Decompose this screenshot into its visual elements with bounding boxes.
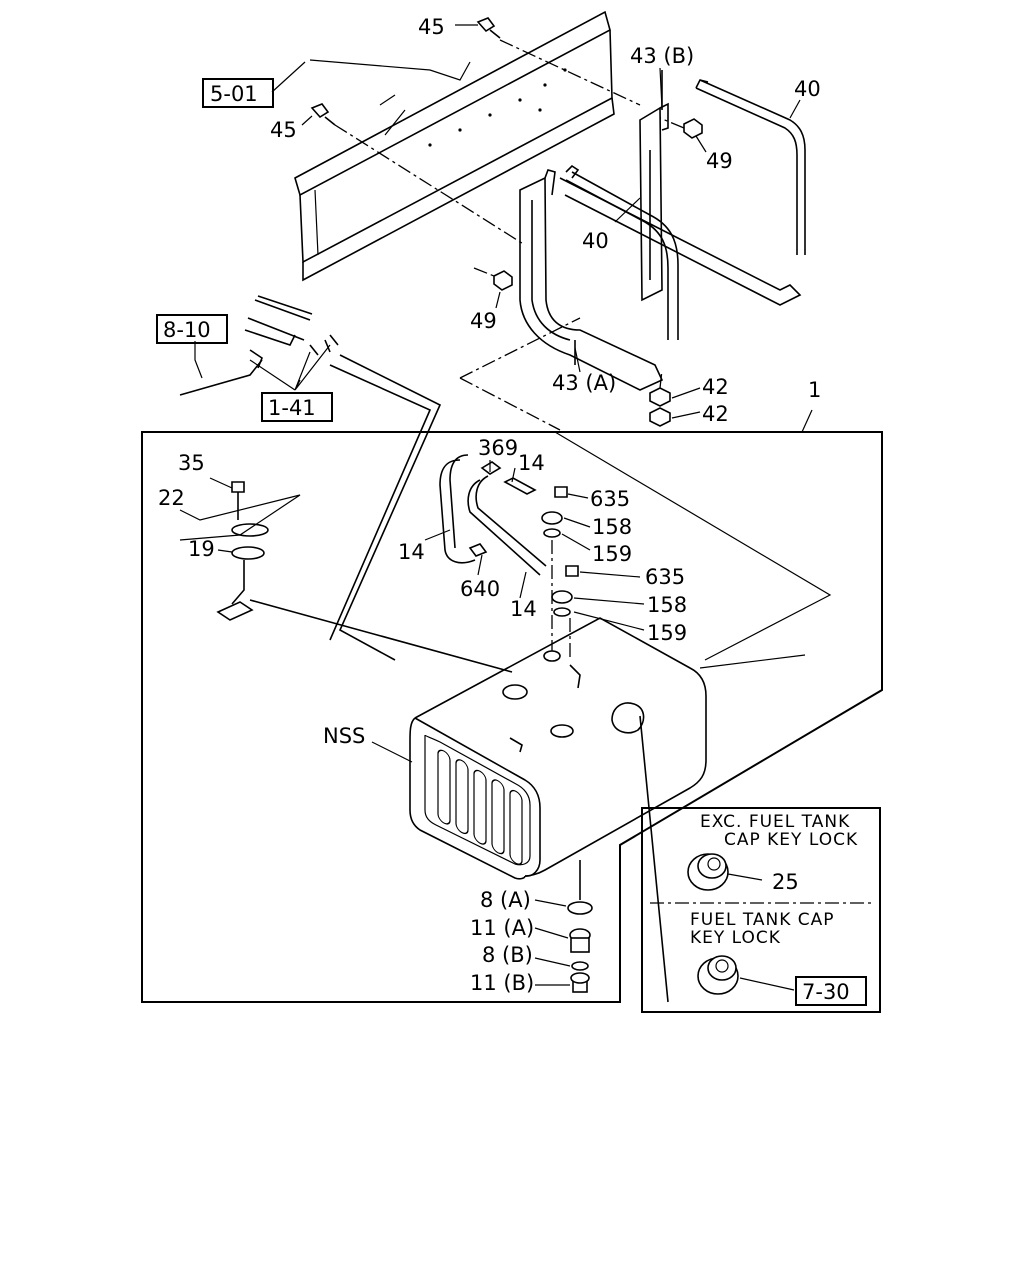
callout-635-lower: 635: [645, 565, 685, 589]
fuel-sender-unit: [216, 481, 513, 673]
callout-14-top: 14: [518, 451, 545, 475]
callout-43a: 43 (A): [552, 371, 616, 395]
ref-box-7-30: 7-30: [795, 976, 867, 1006]
callout-8b: 8 (B): [482, 943, 533, 967]
callout-25: 25: [772, 870, 799, 894]
ref-label-8-10: 8-10: [163, 318, 211, 342]
cap-inset-box: [641, 807, 881, 1013]
callout-40-inner: 40: [582, 229, 609, 253]
callouts: 45 45 43 (B) 40 49 40 49 43 (A) 42 42 1 …: [158, 15, 821, 995]
callout-1: 1: [808, 378, 821, 402]
fuel-tank: [409, 617, 707, 1003]
callout-635-upper: 635: [590, 487, 630, 511]
nut-49-upper: [659, 117, 703, 139]
callout-14-left: 14: [398, 540, 425, 564]
fuel-cap-keylock: [697, 955, 739, 995]
callout-42-lower: 42: [702, 402, 729, 426]
drain-parts: [567, 901, 593, 993]
callout-8a: 8 (A): [480, 888, 531, 912]
callout-42-upper: 42: [702, 375, 729, 399]
note-key-line2: KEY LOCK: [690, 928, 781, 948]
strap-40-outer: [695, 79, 806, 255]
bracket-reference-line: [459, 317, 581, 431]
ref-label-5-01: 5-01: [210, 82, 258, 106]
callout-640: 640: [460, 577, 500, 601]
assembly-boundary: [141, 431, 883, 1003]
note-key-line1: FUEL TANK CAP: [690, 910, 835, 930]
nut-49-lower: [473, 267, 513, 291]
leader-lines: [179, 24, 832, 991]
bolt-45-lower: [310, 103, 526, 246]
ref-label-1-41: 1-41: [268, 396, 316, 420]
callout-22: 22: [158, 486, 185, 510]
callout-159-lower: 159: [647, 621, 687, 645]
callout-40-outer: 40: [794, 77, 821, 101]
callout-35: 35: [178, 451, 205, 475]
vent-fittings: [541, 486, 581, 689]
callout-11b: 11 (B): [470, 971, 534, 995]
ref-box-8-10: 8-10: [156, 314, 228, 344]
frame-rail: [294, 10, 615, 282]
callout-45-upper: 45: [418, 15, 445, 39]
callout-49-upper: 49: [706, 149, 733, 173]
ref-box-5-01: 5-01: [202, 78, 274, 108]
callout-49-lower: 49: [470, 309, 497, 333]
callout-14-lower: 14: [510, 597, 537, 621]
ref-label-7-30: 7-30: [802, 980, 850, 1004]
bracket-43a: [519, 169, 802, 391]
callout-43b: 43 (B): [630, 44, 694, 68]
ref-box-1-41: 1-41: [261, 392, 333, 422]
callout-19: 19: [188, 537, 215, 561]
callout-158-lower: 158: [647, 593, 687, 617]
wiring-harness: [179, 295, 339, 396]
callout-nss: NSS: [323, 724, 365, 748]
callout-158-upper: 158: [592, 515, 632, 539]
callout-11a: 11 (A): [470, 916, 534, 940]
callout-369: 369: [478, 436, 518, 460]
fuel-cap-25: [687, 853, 729, 891]
inset-notes: EXC. FUEL TANK CAP KEY LOCK FUEL TANK CA…: [690, 812, 858, 948]
bolt-45-upper: [476, 17, 641, 106]
note-exc-line2: CAP KEY LOCK: [724, 830, 858, 850]
bracket-43b: [639, 70, 669, 302]
note-exc-line1: EXC. FUEL TANK: [700, 812, 850, 832]
nuts-42: [649, 369, 671, 427]
fuel-hoses: [329, 354, 547, 661]
callout-45-lower: 45: [270, 118, 297, 142]
strap-40-inner: [565, 164, 679, 340]
callout-159-upper: 159: [592, 542, 632, 566]
